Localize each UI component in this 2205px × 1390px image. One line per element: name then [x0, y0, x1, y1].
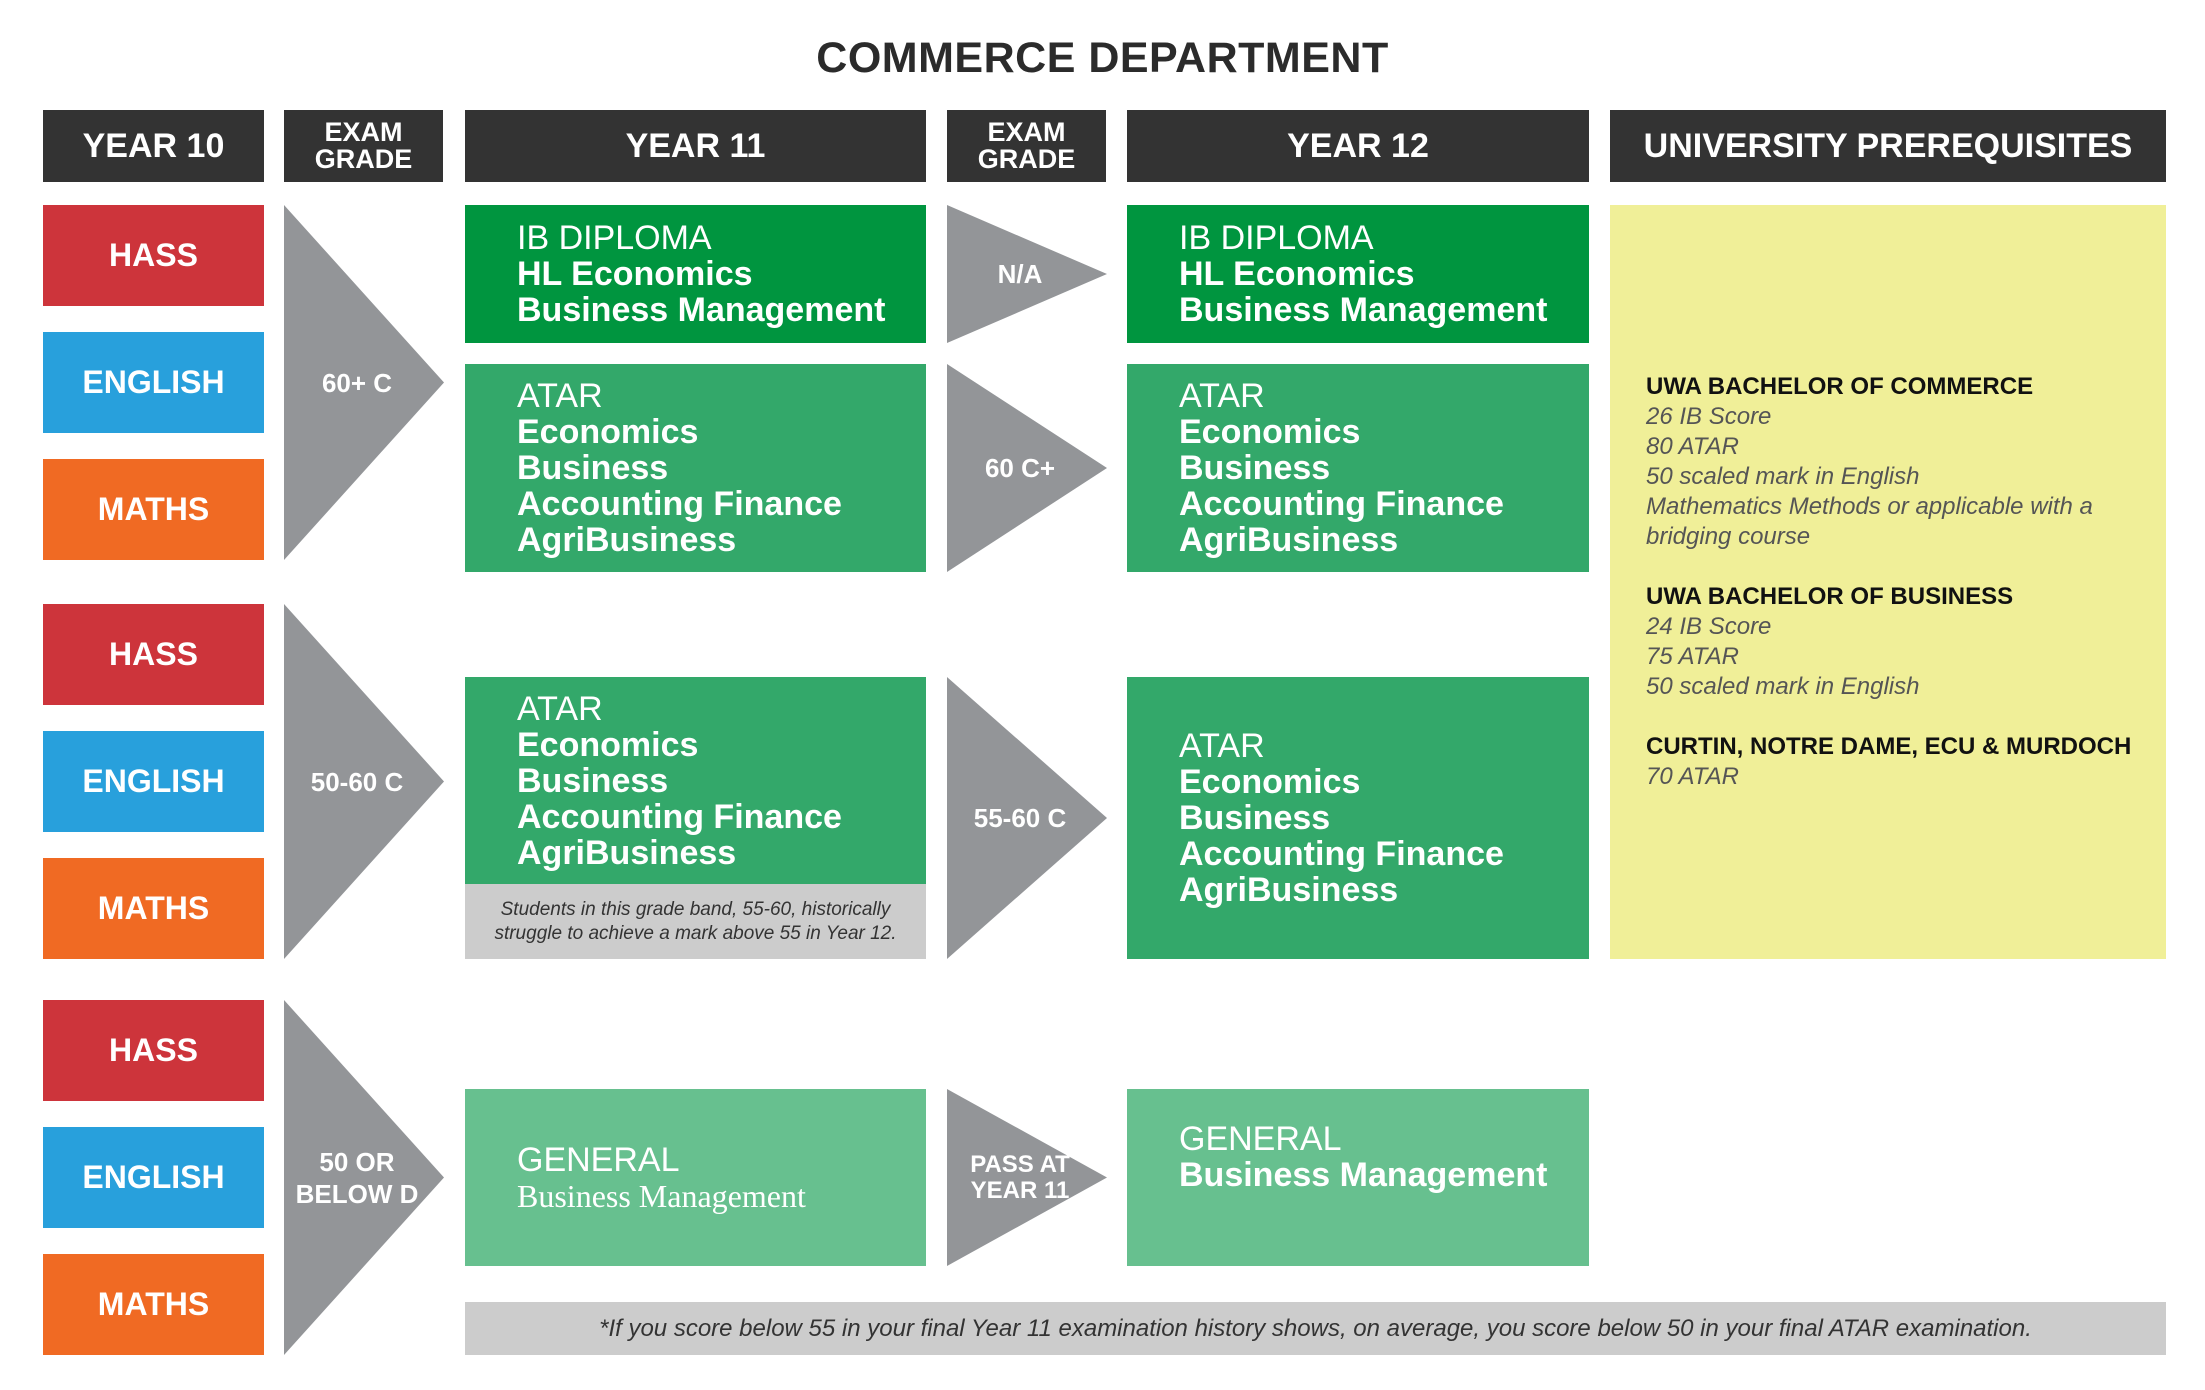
subject-maths-2: MATHS — [43, 858, 264, 959]
grade-arrow-55-60-shape — [947, 677, 1107, 959]
header-year-12: YEAR 12 — [1127, 110, 1589, 182]
grade-arrow-60-c-plus-shape — [947, 364, 1107, 572]
subject-english-3: ENGLISH — [43, 1127, 264, 1228]
year12-ib-item: Business Management — [1179, 291, 1548, 329]
header-exam-grade-2-line1: EXAM — [987, 117, 1066, 147]
grade-label-50-60: 50-60 C — [310, 766, 404, 797]
year12-ib-title: IB DIPLOMA — [1179, 219, 1374, 257]
year11-atar-top-item: Economics — [517, 413, 699, 451]
header-exam-grade-1-line1: EXAM — [324, 117, 403, 147]
prereq-university: UWA BACHELOR OF BUSINESS — [1646, 583, 2014, 610]
header-exam-grade-2: EXAM GRADE — [947, 110, 1106, 182]
footnote: *If you score below 55 in your final Yea… — [465, 1302, 2166, 1355]
year11-atar-top: ATAR Economics Business Accounting Finan… — [465, 364, 926, 572]
year12-atar-mid: ATAR Economics Business Accounting Finan… — [1127, 677, 1589, 959]
year12-atar-top-item: Business — [1179, 449, 1331, 487]
subject-maths-3: MATHS — [43, 1254, 264, 1355]
prereq-requirement: bridging course — [1646, 523, 1811, 550]
subject-hass-3: HASS — [43, 1000, 264, 1101]
subject-hass-2: HASS — [43, 604, 264, 705]
grade-arrow-50-or-below-shape — [284, 1000, 444, 1355]
year11-atar-top-title: ATAR — [517, 377, 603, 415]
grade-label-60-plus: 60+ C — [321, 367, 393, 398]
grade-label-na: N/A — [997, 259, 1043, 289]
grade-arrow-60-plus: 60+ C — [284, 205, 444, 560]
grade-arrow-60-plus-shape — [284, 205, 444, 560]
year12-general-title: GENERAL — [1179, 1120, 1342, 1158]
prereq-university: CURTIN, NOTRE DAME, ECU & MURDOCH — [1646, 733, 2132, 760]
year12-atar-mid-item: Economics — [1179, 763, 1361, 801]
year11-atar-top-item: Accounting Finance — [517, 485, 842, 523]
header-year-10: YEAR 10 — [43, 110, 264, 182]
year12-atar-top-item: Economics — [1179, 413, 1361, 451]
grade-arrow-50-or-below: 50 OR BELOW D — [284, 1000, 444, 1355]
grade-arrow-55-60: 55-60 C — [947, 677, 1107, 959]
prereq-requirement: 50 scaled mark in English — [1646, 673, 1920, 700]
grade-arrow-50-60: 50-60 C — [284, 604, 444, 959]
year11-atar-mid-item: AgriBusiness — [517, 833, 737, 872]
subject-english-2: ENGLISH — [43, 731, 264, 832]
grade-arrow-pass-shape — [947, 1089, 1107, 1266]
header-exam-grade-1-line2: GRADE — [314, 144, 413, 174]
year12-atar-top-item: AgriBusiness — [1179, 521, 1399, 559]
prereq-requirement: Mathematics Methods or applicable with a — [1646, 493, 2093, 520]
prereq-university: UWA BACHELOR OF COMMERCE — [1646, 373, 2034, 400]
year12-atar-mid-item: AgriBusiness — [1179, 871, 1399, 909]
year11-atar-mid-note: Students in this grade band, 55-60, hist… — [465, 884, 926, 959]
prereq-requirement: 75 ATAR — [1646, 643, 1739, 670]
university-prerequisites-panel: UWA BACHELOR OF COMMERCE 26 IB Score 80 … — [1610, 205, 2166, 959]
year11-general-title: GENERAL — [517, 1140, 680, 1179]
year11-ib-title: IB DIPLOMA — [517, 219, 712, 257]
grade-label-55-60: 55-60 C — [973, 803, 1067, 833]
year11-atar-mid-item: Accounting Finance — [517, 797, 842, 836]
year12-atar-mid-item: Business — [1179, 799, 1331, 837]
subject-english-1: ENGLISH — [43, 332, 264, 433]
year11-general: GENERAL Business Management — [465, 1089, 926, 1266]
year11-ib-item: HL Economics — [517, 255, 753, 293]
header-exam-grade-1: EXAM GRADE — [284, 110, 443, 182]
grade-arrow-na: N/A — [947, 205, 1107, 343]
year11-atar-mid: ATAR Economics Business Accounting Finan… — [465, 677, 926, 884]
prereq-requirement: 50 scaled mark in English — [1646, 463, 1920, 490]
grade-arrow-50-60-shape — [284, 604, 444, 959]
prereq-requirement: 26 IB Score — [1646, 403, 1772, 430]
year12-atar-mid-title: ATAR — [1179, 727, 1265, 765]
grade-label-pass: PASS AT YEAR 11 — [970, 1150, 1070, 1204]
year11-atar-mid-title: ATAR — [517, 689, 603, 728]
prereq-requirement: 24 IB Score — [1646, 613, 1772, 640]
header-year-11: YEAR 11 — [465, 110, 926, 182]
year12-atar-mid-item: Accounting Finance — [1179, 835, 1504, 873]
year11-atar-top-item: Business — [517, 449, 669, 487]
prereq-requirement: 70 ATAR — [1646, 763, 1739, 790]
subject-maths-1: MATHS — [43, 459, 264, 560]
grade-arrow-60-c-plus: 60 C+ — [947, 364, 1107, 572]
prereq-requirement: 80 ATAR — [1646, 433, 1739, 460]
year11-atar-top-item: AgriBusiness — [517, 521, 737, 559]
subject-hass-1: HASS — [43, 205, 264, 306]
grade-label-50-or-below: 50 OR BELOW D — [295, 1146, 419, 1209]
header-university-prerequisites: UNIVERSITY PREREQUISITES — [1610, 110, 2166, 182]
year12-ib-diploma: IB DIPLOMA HL Economics Business Managem… — [1127, 205, 1589, 343]
year11-ib-item: Business Management — [517, 291, 886, 329]
year11-atar-mid-item: Business — [517, 761, 669, 800]
grade-label-60-c-plus: 60 C+ — [984, 453, 1056, 483]
year11-general-item: Business Management — [517, 1177, 806, 1214]
year12-general-item: Business Management — [1179, 1156, 1548, 1194]
year11-ib-diploma: IB DIPLOMA HL Economics Business Managem… — [465, 205, 926, 343]
year12-atar-top: ATAR Economics Business Accounting Finan… — [1127, 364, 1589, 572]
year12-atar-top-title: ATAR — [1179, 377, 1265, 415]
year11-atar-mid-item: Economics — [517, 725, 699, 764]
year12-atar-top-item: Accounting Finance — [1179, 485, 1504, 523]
page-title: COMMERCE DEPARTMENT — [816, 34, 1389, 82]
grade-arrow-na-shape — [947, 205, 1107, 343]
grade-arrow-pass: PASS AT YEAR 11 — [947, 1089, 1107, 1266]
year12-ib-item: HL Economics — [1179, 255, 1415, 293]
year12-general: GENERAL Business Management — [1127, 1089, 1589, 1266]
header-exam-grade-2-line2: GRADE — [977, 144, 1076, 174]
